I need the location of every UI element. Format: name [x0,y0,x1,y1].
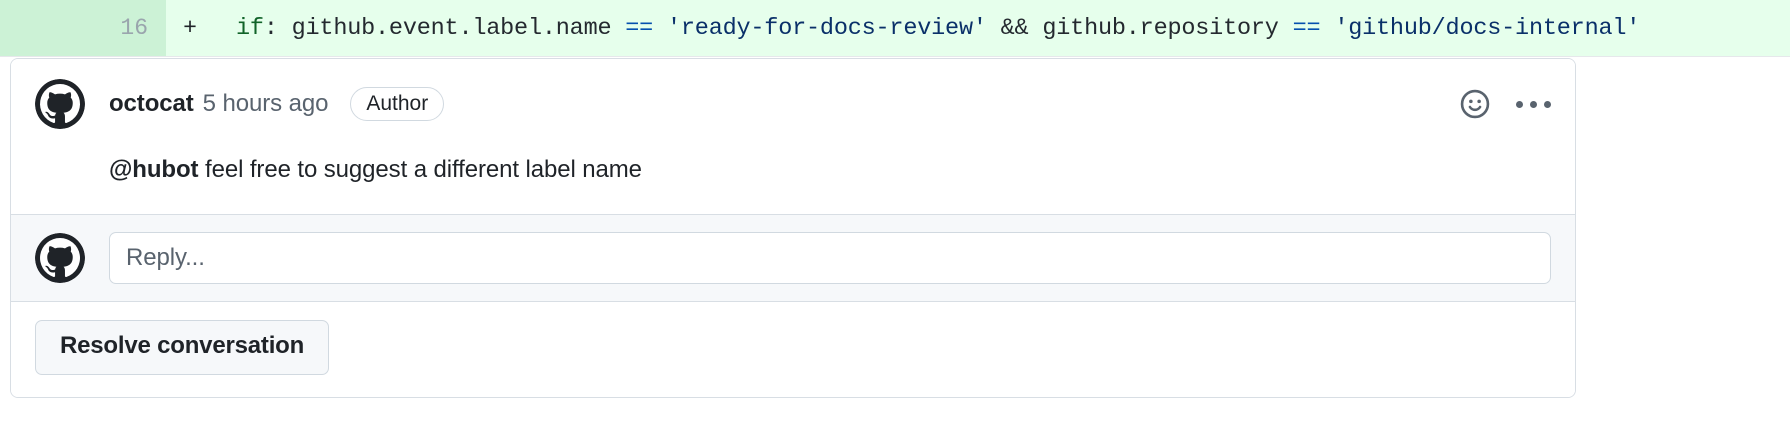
review-comment-card: octocat 5 hours ago Author [10,58,1576,398]
diff-line-added: 16 + if: github.event.label.name == 'rea… [0,0,1790,57]
reply-row [11,213,1575,301]
code-token-string-2: 'github/docs-internal' [1320,14,1641,42]
diff-line-number[interactable]: 16 [0,0,166,56]
comment-timestamp[interactable]: 5 hours ago [202,90,329,117]
comment-header-actions [1457,86,1551,122]
comment-author[interactable]: octocat [109,90,194,117]
smiley-icon[interactable] [1457,86,1493,122]
kebab-dot [1529,100,1537,108]
diff-add-marker: + [166,0,214,56]
comment-header: octocat 5 hours ago Author [35,79,1551,129]
mention-link[interactable]: @hubot [109,156,199,183]
code-token-operator-2: == [1292,14,1321,42]
diff-code-content[interactable]: if: github.event.label.name == 'ready-fo… [214,0,1790,56]
comment-footer: Resolve conversation [11,300,1575,397]
kebab-dot [1515,100,1523,108]
comment-body: @hubot feel free to suggest a different … [109,153,1551,188]
author-badge: Author [350,87,445,121]
code-token-operator: == [625,14,654,42]
code-token-path-2: && github.repository [986,14,1293,42]
resolve-conversation-button[interactable]: Resolve conversation [35,319,330,375]
code-token-string: 'ready-for-docs-review' [653,14,987,42]
reply-input[interactable] [109,231,1551,284]
code-token-path: : github.event.label.name [263,14,626,42]
comment-body-text: feel free to suggest a different label n… [198,156,642,183]
comment-main: octocat 5 hours ago Author [11,59,1575,214]
avatar[interactable] [35,232,85,283]
avatar[interactable] [35,79,85,129]
code-token-keyword: if [236,14,264,42]
kebab-dot [1543,100,1551,108]
kebab-horizontal-icon[interactable] [1515,86,1551,122]
